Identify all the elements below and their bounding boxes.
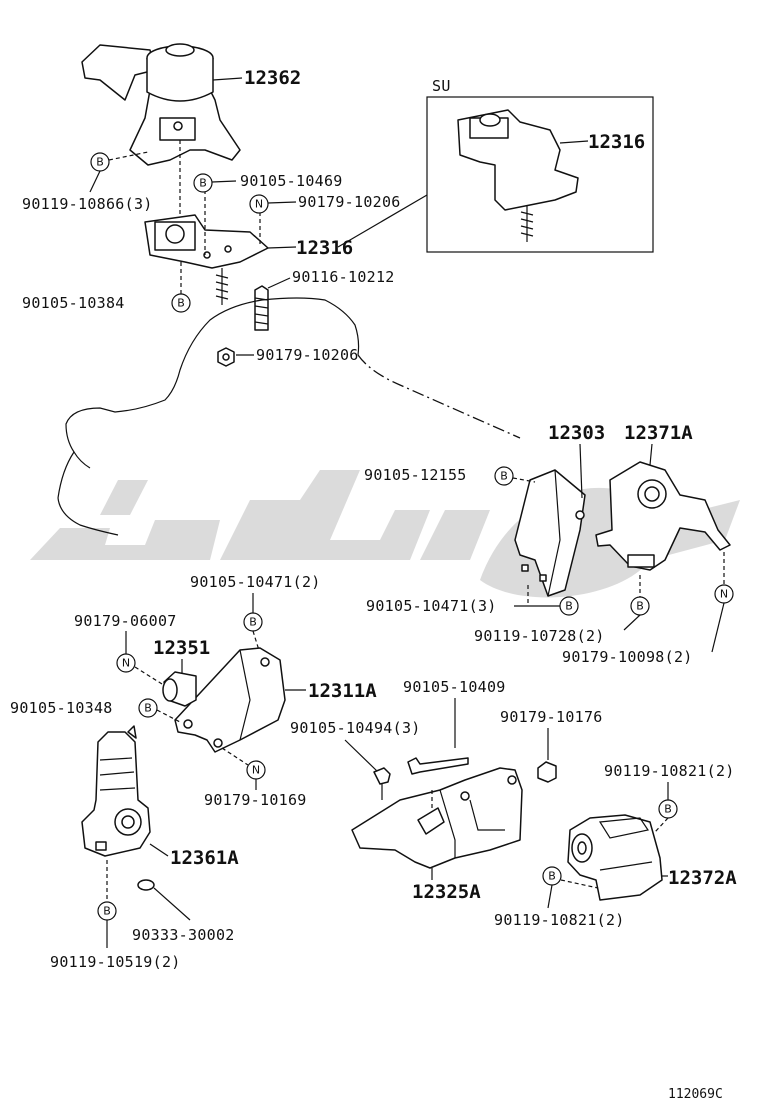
mount-12361a bbox=[81, 725, 151, 857]
bracket-12325a bbox=[351, 767, 523, 869]
label-90179-10169: 90179-10169 bbox=[204, 791, 307, 809]
label-12311a: 12311A bbox=[308, 680, 377, 702]
bolt-90105-10494 bbox=[373, 767, 391, 800]
bolt-marker-icon bbox=[193, 173, 213, 193]
label-90116-10212: 90116-10212 bbox=[292, 268, 395, 286]
mount-12372a bbox=[567, 814, 663, 901]
nut-90179-10206 bbox=[217, 347, 235, 367]
mount-12371a bbox=[595, 461, 731, 571]
clip-90333-30002 bbox=[137, 879, 155, 891]
svg-text:N: N bbox=[252, 764, 260, 777]
bolt-marker-icon bbox=[138, 698, 158, 718]
label-90333-30002: 90333-30002 bbox=[132, 926, 235, 944]
label-90105-10409: 90105-10409 bbox=[403, 678, 506, 696]
label-90105-10384: 90105-10384 bbox=[22, 294, 125, 312]
svg-text:B: B bbox=[249, 616, 257, 629]
label-12361a: 12361A bbox=[170, 847, 239, 869]
label-90179-10098: 90179-10098(2) bbox=[562, 648, 693, 666]
diagram-id: 112069C bbox=[668, 1087, 723, 1102]
label-12371a: 12371A bbox=[624, 422, 693, 444]
svg-text:B: B bbox=[565, 600, 573, 613]
svg-text:N: N bbox=[122, 657, 130, 670]
su-variant-box: SU bbox=[426, 77, 654, 253]
label-12351: 12351 bbox=[153, 637, 210, 659]
label-90119-10728: 90119-10728(2) bbox=[474, 627, 605, 645]
svg-text:N: N bbox=[720, 588, 728, 601]
nut-marker-icon bbox=[249, 194, 269, 214]
label-90179-10206-b: 90179-10206 bbox=[256, 346, 359, 364]
bushing-12351 bbox=[162, 671, 197, 707]
svg-text:B: B bbox=[103, 905, 111, 918]
label-90179-10176: 90179-10176 bbox=[500, 708, 603, 726]
label-90105-12155: 90105-12155 bbox=[364, 466, 467, 484]
bolt-marker-icon bbox=[494, 466, 514, 486]
label-90105-10348: 90105-10348 bbox=[10, 699, 113, 717]
label-90119-10866: 90119-10866(3) bbox=[22, 195, 153, 213]
label-90119-10821-a: 90119-10821(2) bbox=[604, 762, 735, 780]
stud-90116-10212 bbox=[254, 285, 269, 331]
svg-text:B: B bbox=[636, 600, 644, 613]
label-90105-10471-3: 90105-10471(3) bbox=[366, 597, 497, 615]
label-90179-06007: 90179-06007 bbox=[74, 612, 177, 630]
label-12325a: 12325A bbox=[412, 881, 481, 903]
nut-90179-10176 bbox=[537, 761, 557, 783]
svg-text:B: B bbox=[664, 803, 672, 816]
svg-text:N: N bbox=[255, 198, 263, 211]
svg-text:B: B bbox=[96, 156, 104, 169]
label-90179-10206-a: 90179-10206 bbox=[298, 193, 401, 211]
label-12303: 12303 bbox=[548, 422, 605, 444]
label-90105-10494: 90105-10494(3) bbox=[290, 719, 421, 737]
svg-text:B: B bbox=[144, 702, 152, 715]
label-12316-main: 12316 bbox=[296, 237, 353, 259]
label-90105-10471-2: 90105-10471(2) bbox=[190, 573, 321, 591]
label-12362: 12362 bbox=[244, 67, 301, 89]
svg-text:B: B bbox=[500, 470, 508, 483]
label-90119-10821-b: 90119-10821(2) bbox=[494, 911, 625, 929]
label-12316-su: 12316 bbox=[588, 131, 645, 153]
label-90119-10519: 90119-10519(2) bbox=[50, 953, 181, 971]
mount-12362 bbox=[81, 43, 241, 166]
label-12372a: 12372A bbox=[668, 867, 737, 889]
svg-text:B: B bbox=[548, 870, 556, 883]
mount-12316-main bbox=[144, 214, 269, 305]
label-90105-10469: 90105-10469 bbox=[240, 172, 343, 190]
label-su: SU bbox=[432, 77, 451, 95]
svg-text:B: B bbox=[199, 177, 207, 190]
bolt-90105-10409 bbox=[407, 757, 469, 775]
svg-text:B: B bbox=[177, 297, 185, 310]
bracket-12311a bbox=[174, 647, 286, 753]
bracket-12303 bbox=[514, 469, 586, 597]
